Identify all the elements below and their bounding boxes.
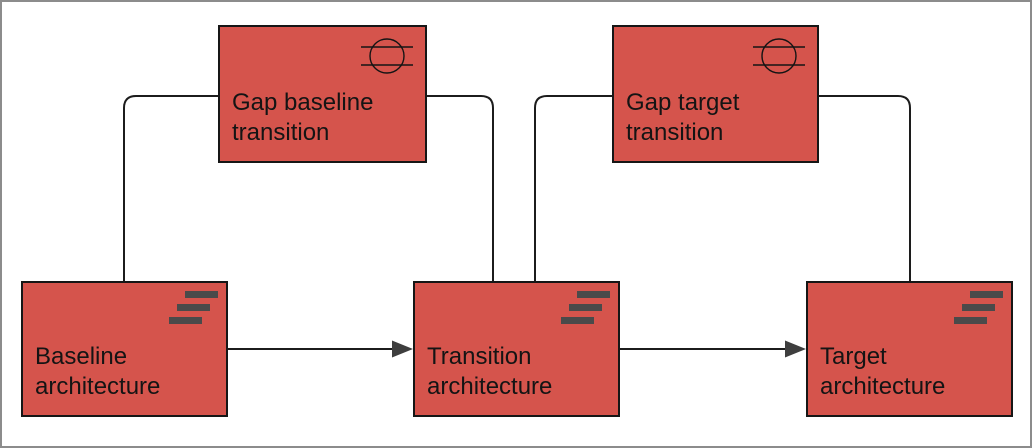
node-label: Target architecture [820,343,946,400]
gap-icon [361,38,413,74]
connector-gap-baseline-to-baseline-architecture[interactable] [123,95,218,283]
node-label: Transition architecture [427,343,553,400]
node-target-architecture[interactable]: Target architecture [806,281,1013,417]
plateau-icon [561,291,610,324]
arrowhead-icon [785,340,806,358]
arrow-transition-to-target[interactable] [620,340,806,358]
arrowhead-icon [392,340,413,358]
node-baseline-architecture[interactable]: Baseline architecture [21,281,228,417]
gap-icon [753,38,805,74]
node-label: Baseline architecture [35,343,161,400]
node-label: Gap target transition [626,89,740,146]
node-gap-baseline-transition[interactable]: Gap baseline transition [218,25,427,163]
node-label: Gap baseline transition [232,89,374,146]
node-gap-target-transition[interactable]: Gap target transition [612,25,819,163]
node-transition-architecture[interactable]: Transition architecture [413,281,620,417]
connector-gap-target-to-transition-architecture[interactable] [534,95,612,283]
plateau-icon [954,291,1003,324]
plateau-icon [169,291,218,324]
connector-gap-baseline-to-transition-architecture[interactable] [427,95,494,283]
arrow-baseline-to-transition[interactable] [228,340,413,358]
connector-gap-target-to-target-architecture[interactable] [819,95,911,283]
